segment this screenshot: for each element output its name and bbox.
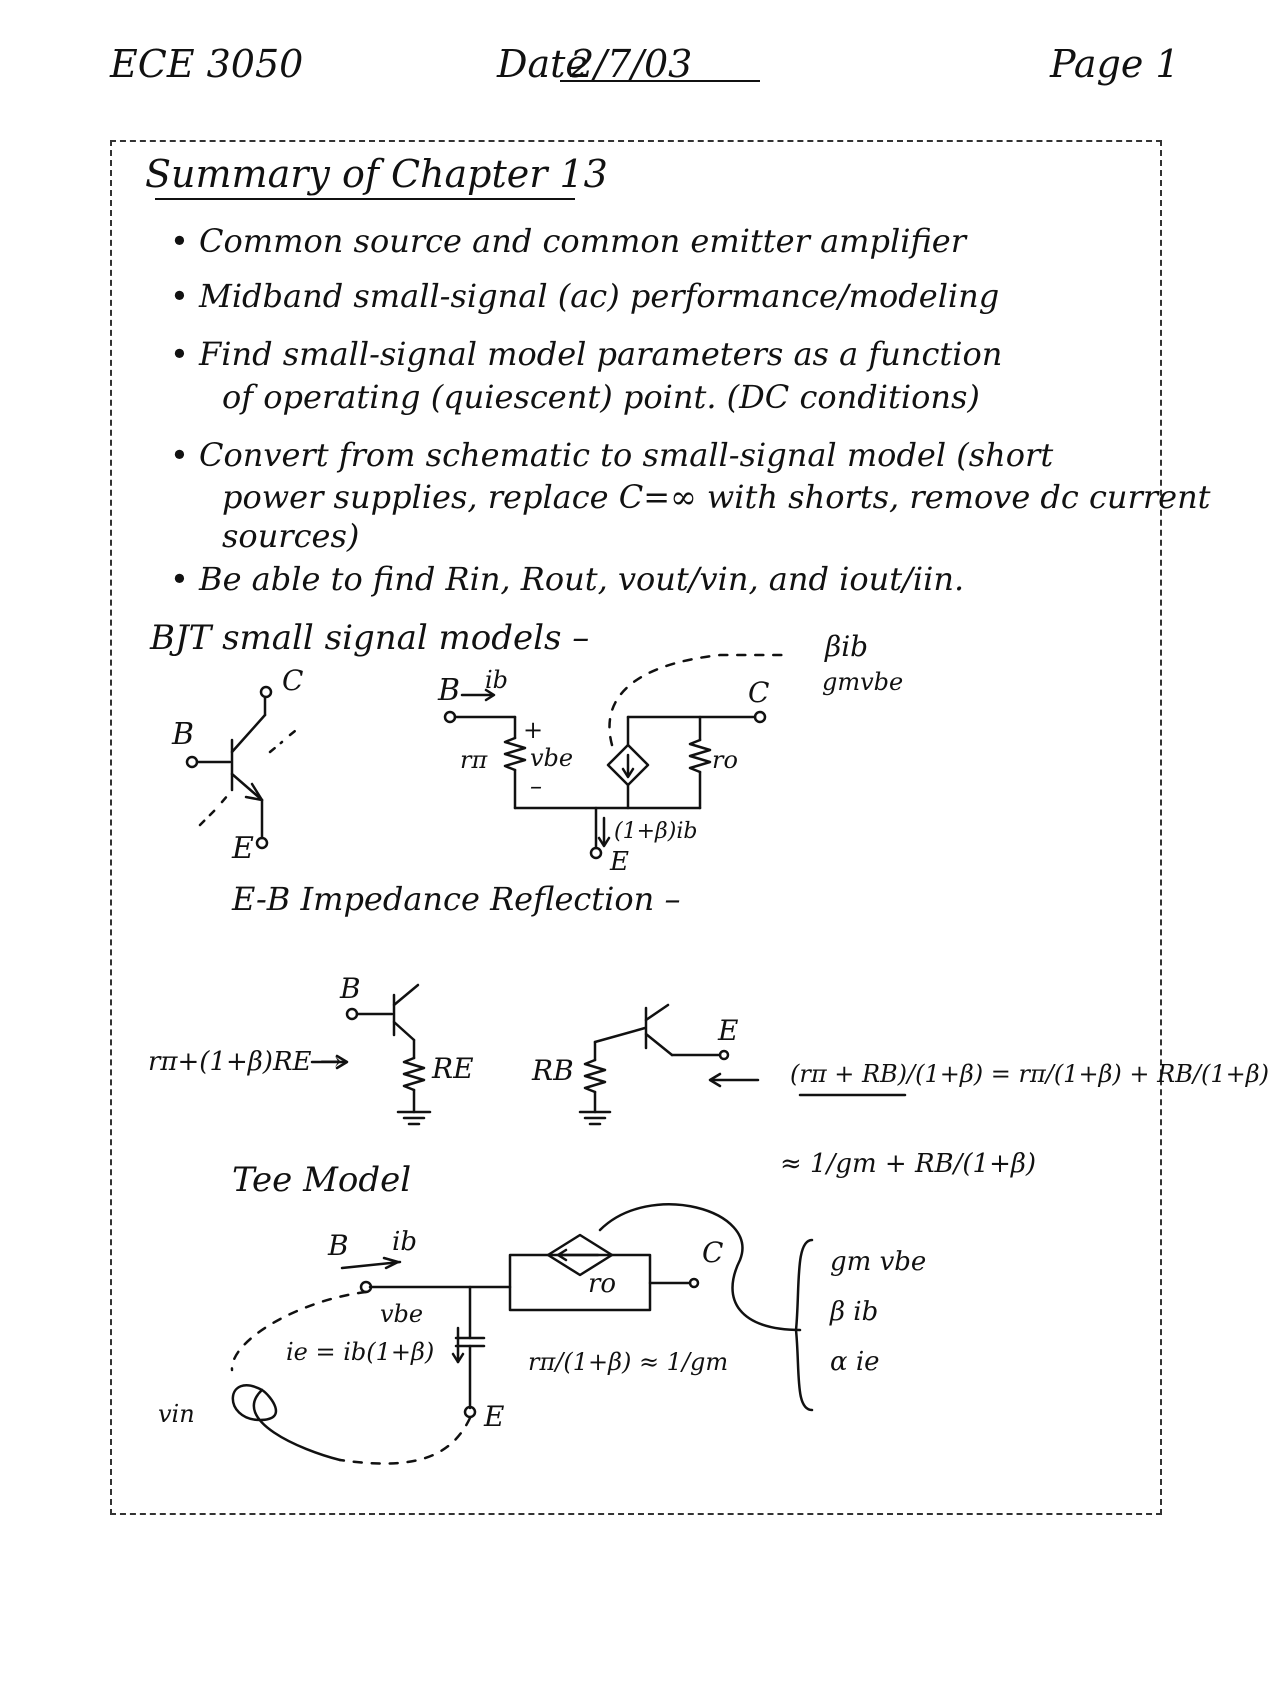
tee-req-label: rπ/(1+β) ≈ 1/gm	[528, 1348, 728, 1376]
tee-source-alpha-ie: α ie	[830, 1347, 880, 1377]
eb-e-label: E	[717, 1014, 738, 1047]
date-value: 2/7/03	[570, 42, 693, 86]
tee-section-title: Tee Model	[232, 1160, 412, 1200]
summary-title-underline	[155, 198, 575, 200]
tee-source-gm-vbe: gm vbe	[830, 1247, 926, 1277]
hybrid-pi-model	[443, 653, 792, 860]
eb-rb-label: RB	[531, 1054, 574, 1087]
tee-ib-label: ib	[392, 1227, 417, 1257]
hybrid-pi-plus-label: +	[523, 716, 543, 744]
eb-reflection-emitter-circuit	[310, 983, 432, 1126]
notes-frame	[110, 140, 1162, 1515]
bjt-symbol-e-label: E	[231, 831, 254, 866]
tee-model-circuit	[230, 1203, 814, 1465]
eb-b-label: B	[339, 972, 361, 1005]
tee-vbe-label: vbe	[380, 1300, 423, 1328]
hybrid-pi-rpi-label: rπ	[460, 746, 488, 774]
hybrid-pi-gm-vbe-label: gmvbe	[822, 668, 903, 696]
eb-equation-2: ≈ 1/gm + RB/(1+β)	[780, 1149, 1036, 1179]
bullet-convert: • Convert from schematic to small-signal…	[170, 436, 1054, 474]
bullet-find-params: • Find small-signal model parameters as …	[170, 335, 1003, 373]
date-label: Date	[497, 42, 588, 86]
date-underline	[560, 80, 760, 82]
tee-b-label: B	[327, 1229, 349, 1262]
eb-equation-1: (rπ + RB)/(1+β) = rπ/(1+β) + RB/(1+β)	[790, 1060, 1269, 1088]
hybrid-pi-beta-ib-label: βib	[824, 630, 868, 663]
page-number: Page 1	[1050, 42, 1180, 86]
bullet-find-params-cont: of operating (quiescent) point. (DC cond…	[222, 378, 980, 416]
tee-ro-label: ro	[588, 1269, 616, 1299]
hybrid-pi-e-label: E	[609, 847, 629, 877]
eb-rin-expression: rπ+(1+β)RE →	[148, 1047, 342, 1077]
hybrid-pi-ib-label: ib	[485, 666, 508, 694]
bjt-symbol-b-label: B	[171, 717, 194, 752]
summary-title: Summary of Chapter 13	[145, 152, 608, 196]
bullet-find-rin-rout: • Be able to find Rin, Rout, vout/vin, a…	[170, 560, 965, 598]
tee-e-label: E	[483, 1400, 504, 1433]
hybrid-pi-emitter-current: (1+β)ib	[614, 819, 697, 844]
hybrid-pi-vbe-label: vbe	[530, 744, 573, 772]
tee-ie-label: ie = ib(1+β)	[286, 1338, 434, 1366]
hybrid-pi-ro-label: ro	[712, 746, 738, 774]
bjt-section-title: BJT small signal models –	[150, 618, 590, 658]
course-code: ECE 3050	[110, 42, 304, 86]
bullet-convert-cont2: sources)	[222, 517, 360, 555]
hybrid-pi-minus-label: –	[530, 772, 542, 800]
bullet-convert-cont1: power supplies, replace C=∞ with shorts,…	[222, 478, 1211, 516]
hybrid-pi-c-label: C	[748, 676, 769, 709]
eb-re-label: RE	[431, 1052, 474, 1085]
eb-reflection-base-circuit	[578, 1003, 760, 1126]
bjt-symbol-c-label: C	[282, 664, 303, 697]
tee-source-beta-ib: β ib	[829, 1297, 878, 1327]
tee-vin-label: vin	[158, 1400, 195, 1428]
bullet-common-source: • Common source and common emitter ampli…	[170, 222, 967, 260]
bullet-midband: • Midband small-signal (ac) performance/…	[170, 277, 1000, 315]
tee-c-label: C	[702, 1236, 723, 1269]
bjt-transistor-symbol	[185, 685, 302, 850]
eb-section-title: E-B Impedance Reflection –	[232, 880, 681, 918]
hybrid-pi-b-label: B	[437, 673, 460, 708]
